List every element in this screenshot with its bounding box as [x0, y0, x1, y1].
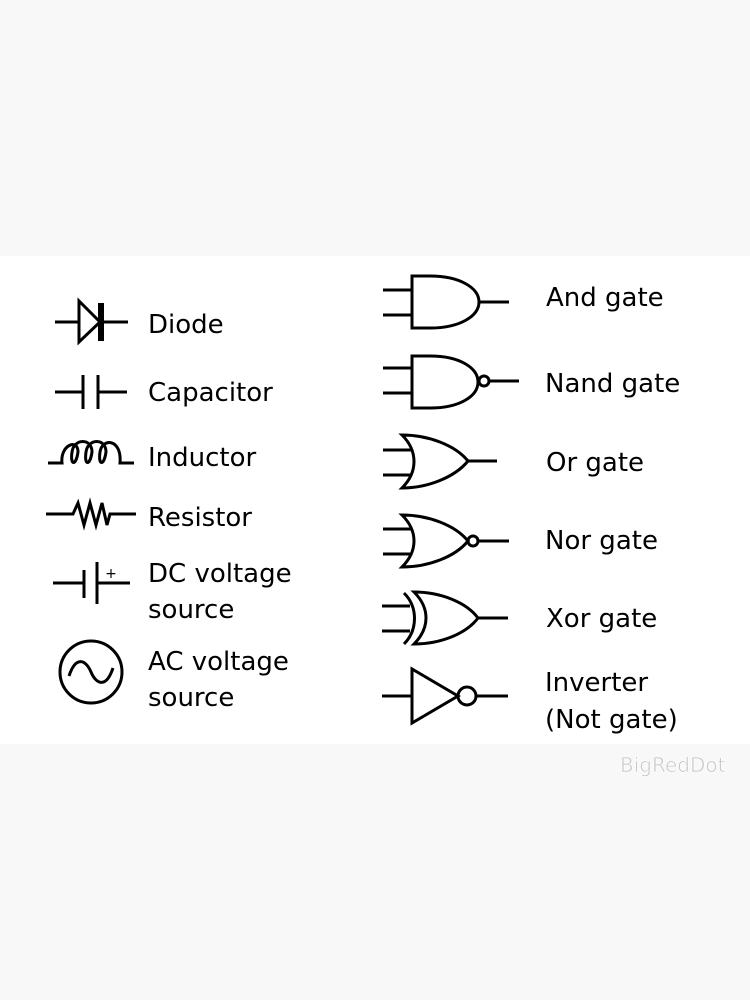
nor-gate-icon: [383, 513, 509, 569]
xor-gate-label: Xor gate: [546, 604, 657, 634]
diode-icon: [55, 297, 128, 346]
ac-voltage-source-icon: [58, 639, 124, 705]
inductor-label: Inductor: [148, 443, 257, 473]
ac-source-label-line2: source: [148, 683, 234, 713]
nor-gate-label: Nor gate: [545, 526, 658, 556]
xor-gate-icon: [382, 590, 508, 646]
polarity-plus-label: +: [105, 566, 117, 582]
inductor-icon: [48, 440, 134, 465]
dc-source-label-line2: source: [148, 595, 234, 625]
nand-gate-label: Nand gate: [545, 369, 680, 399]
inverter-icon: [382, 666, 508, 726]
ac-source-label-line1: AC voltage: [148, 647, 289, 677]
and-gate-icon: [383, 274, 509, 330]
or-gate-icon: [383, 433, 497, 490]
watermark: BigRedDot: [620, 753, 726, 777]
or-gate-label: Or gate: [546, 448, 644, 478]
capacitor-label: Capacitor: [148, 378, 273, 408]
resistor-icon: [46, 497, 136, 531]
inverter-label-line1: Inverter: [545, 668, 648, 698]
dc-source-label-line1: DC voltage: [148, 559, 292, 589]
inverter-label-line2: (Not gate): [545, 705, 678, 735]
and-gate-label: And gate: [546, 283, 664, 313]
diode-label: Diode: [148, 310, 224, 340]
nand-gate-icon: [383, 354, 519, 410]
resistor-label: Resistor: [148, 503, 252, 533]
poster-panel: [0, 256, 750, 744]
capacitor-icon: [55, 375, 127, 409]
dc-voltage-source-icon: [53, 562, 130, 604]
